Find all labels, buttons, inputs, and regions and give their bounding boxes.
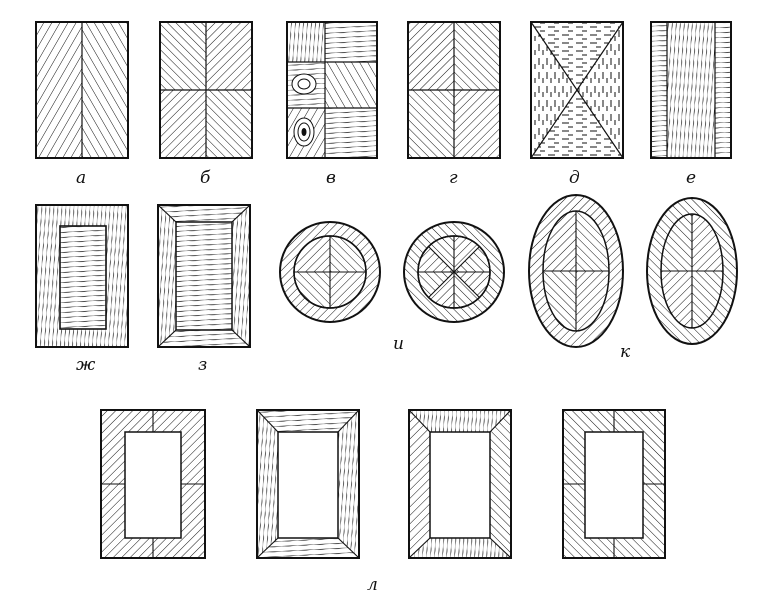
panel-d — [530, 21, 624, 159]
panel-l-frame-3 — [408, 409, 512, 559]
label-i: и — [393, 334, 404, 354]
label-a: а — [76, 168, 86, 188]
label-z: з — [198, 355, 207, 375]
panel-v — [286, 21, 378, 159]
label-zh: ж — [76, 355, 96, 375]
panel-zh — [35, 204, 129, 348]
label-e: е — [686, 168, 696, 188]
label-g: г — [449, 168, 458, 188]
label-k: к — [620, 342, 631, 362]
panel-l-frame-4 — [562, 409, 666, 559]
panel-z — [157, 204, 251, 348]
panel-e — [650, 21, 732, 159]
panel-l-frame-1 — [100, 409, 206, 559]
panel-i-circle-1 — [279, 221, 381, 323]
label-b: б — [200, 168, 211, 188]
label-d: д — [569, 168, 580, 188]
panel-l-frame-2 — [256, 409, 360, 559]
panel-k-oval-1 — [528, 194, 624, 348]
panel-b — [159, 21, 253, 159]
label-v: в — [326, 168, 336, 188]
panel-a — [35, 21, 129, 159]
label-l: л — [367, 575, 378, 595]
panel-k-oval-2 — [646, 197, 738, 345]
panel-g — [407, 21, 501, 159]
panel-i-circle-2 — [403, 221, 505, 323]
